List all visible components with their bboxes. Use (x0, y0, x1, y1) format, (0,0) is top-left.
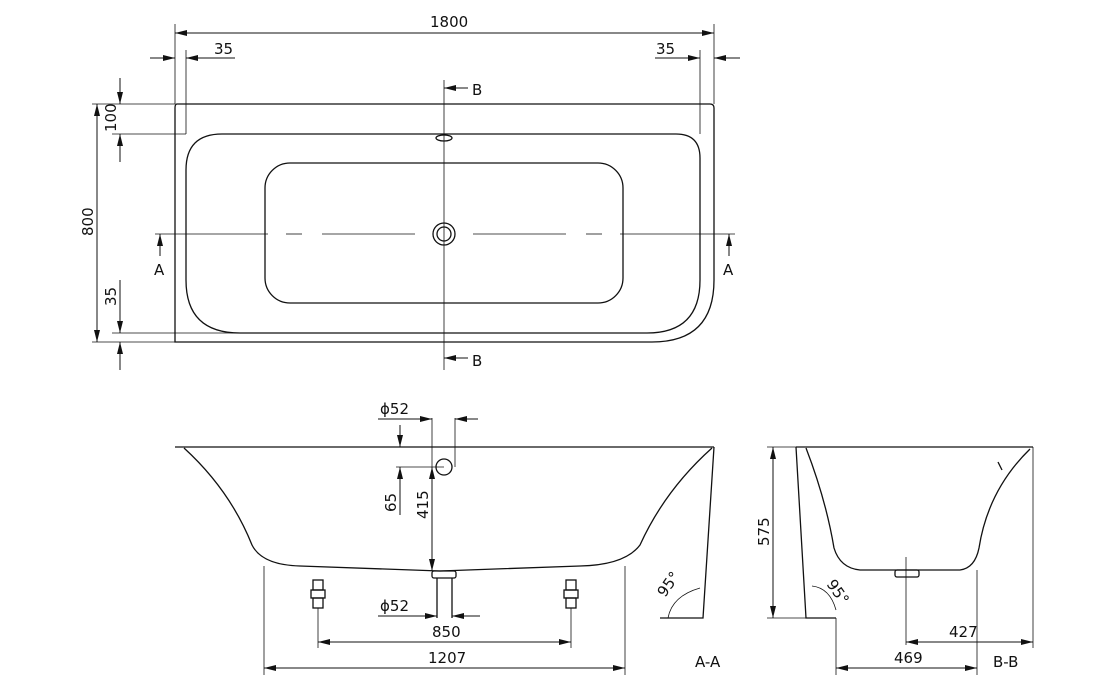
dimension-rim-left (150, 50, 235, 134)
dimension-waste-to-back (835, 570, 978, 675)
dimension-rim-right (655, 50, 740, 134)
dimension-overflow-offset (396, 425, 444, 515)
dimension-65: 65 (382, 493, 400, 512)
dimension-phi52-top: ϕ52 (380, 400, 409, 418)
section-line-a (155, 233, 735, 256)
section-a-title: A-A (695, 653, 721, 671)
waste-fitting-b (894, 569, 920, 578)
dimension-850: 850 (432, 623, 461, 641)
waste-fitting (431, 570, 457, 618)
dimension-waste-to-edge (906, 447, 1034, 648)
dimension-feet-spacing (317, 608, 572, 648)
section-label-b-top: B (472, 81, 482, 99)
section-label-b-bottom: B (472, 352, 482, 370)
dimension-469: 469 (894, 649, 923, 667)
dimension-1800: 1800 (430, 13, 468, 31)
dimension-phi52-bottom: ϕ52 (380, 597, 409, 615)
dimension-35-left: 35 (214, 40, 233, 58)
dimension-427: 427 (949, 623, 978, 641)
dimension-waste-diameter (378, 613, 480, 619)
angle-95-b: 95° (823, 576, 853, 608)
section-a-view: 95° ϕ52 (175, 400, 721, 675)
dimension-800: 800 (79, 207, 97, 236)
angle-95-a: 95° (654, 568, 684, 600)
section-label-a-right: A (723, 261, 734, 279)
bathtub-inner-rim (185, 133, 701, 334)
foot-left (310, 579, 326, 609)
foot-right (563, 579, 579, 609)
dimension-overall-width (92, 104, 175, 343)
dimension-35-right: 35 (656, 40, 675, 58)
section-line-b (443, 80, 468, 370)
section-b-title: B-B (993, 653, 1018, 671)
bathtub-outline (174, 103, 715, 343)
dimension-rim-front (112, 280, 240, 370)
dimension-575: 575 (755, 517, 773, 546)
dimension-1207: 1207 (428, 649, 466, 667)
dimension-415: 415 (414, 490, 432, 519)
dimension-overflow-height (429, 467, 435, 571)
section-b-view: 95° 575 427 46 (755, 446, 1034, 675)
section-a-basin (183, 447, 713, 572)
plan-view: B B A A 1800 35 35 (79, 13, 740, 370)
dimension-overall-length (174, 24, 715, 104)
dimension-overflow-diameter (378, 416, 478, 422)
section-label-a-left: A (154, 261, 165, 279)
dimension-35-front: 35 (102, 287, 120, 306)
dimension-height (767, 446, 806, 619)
dimension-rim-back (92, 78, 186, 162)
dimension-100: 100 (102, 103, 120, 132)
dimension-bottom-length (263, 566, 626, 675)
